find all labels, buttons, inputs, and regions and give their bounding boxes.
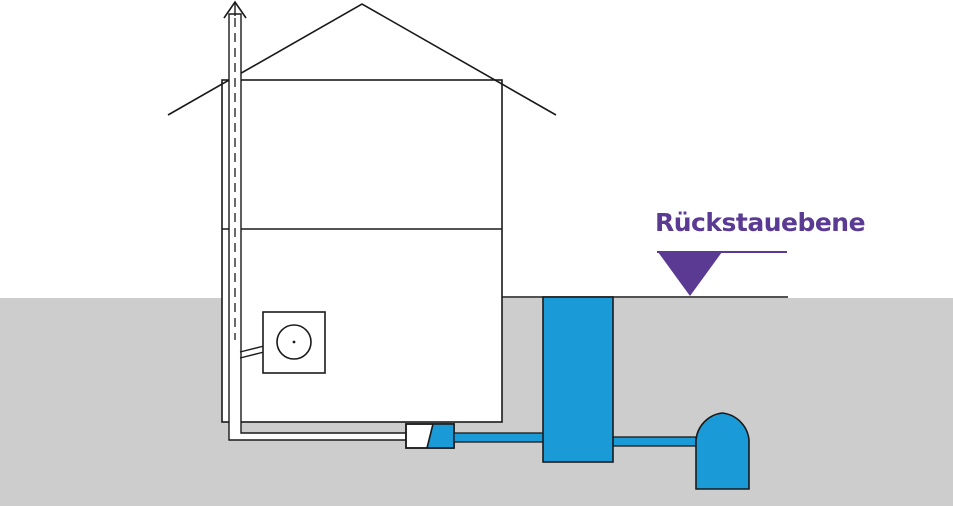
shaft-icon <box>542 296 614 463</box>
sewer-pipe-icon <box>695 412 750 490</box>
triangle-down-icon <box>658 252 722 296</box>
sewer-pipe-right <box>611 436 697 447</box>
sewer-pipe-left <box>453 432 545 443</box>
washing-machine-icon <box>262 311 326 374</box>
machine-drain-pipe-2 <box>239 351 265 359</box>
backflow-valve-icon <box>405 423 455 449</box>
backflow-level-label: Rückstauebene <box>655 208 866 237</box>
machine-drain-pipe <box>239 345 265 353</box>
arrow-up-icon <box>223 0 247 19</box>
